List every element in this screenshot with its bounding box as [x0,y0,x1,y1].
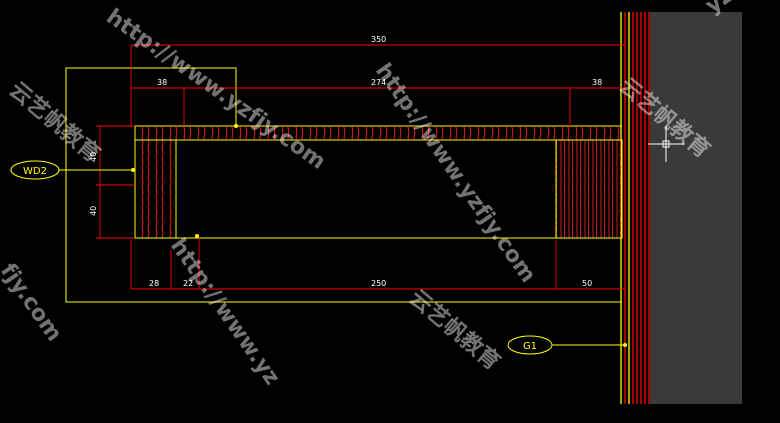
dim-vertical-lower: 40 [89,206,98,216]
g1-tag-label: G1 [523,341,537,352]
watermark-brand-left: 云艺帆教育 [4,77,105,168]
dim-left-inset: 38 [157,78,167,87]
dim-bottom-right: 50 [582,279,592,288]
watermark-url-lower: http://www.yz [165,234,284,390]
dim-bottom-small: 22 [183,279,193,288]
dim-overall-top: 350 [371,35,386,44]
dim-right-inset: 38 [592,78,602,87]
wd2-tag-label: WD2 [23,166,47,177]
dim-middle-span: 274 [371,78,386,87]
watermark-url-left: fjy.com [0,259,67,346]
right-block-outline [555,139,623,239]
dimension-lines [96,44,626,290]
dim-bottom-span: 250 [371,279,386,288]
wall-fill [650,12,742,404]
wood-hatch-top [135,126,622,140]
watermark-url-middle: http://www.yzfjy.com [370,59,540,287]
dim-bottom-left: 28 [149,279,159,288]
wood-hatch-right [556,140,622,238]
left-stile-outline [134,139,177,239]
dimension-ticks [131,124,627,347]
watermark-brand-bottom: 云艺帆教育 [404,285,505,376]
wd2-callout: WD2 [10,160,133,180]
crosshair-cursor-icon [648,126,684,162]
wood-hatch-left [135,140,176,238]
dim-vertical-upper: 40 [89,152,98,162]
g1-callout: G1 [507,335,625,355]
